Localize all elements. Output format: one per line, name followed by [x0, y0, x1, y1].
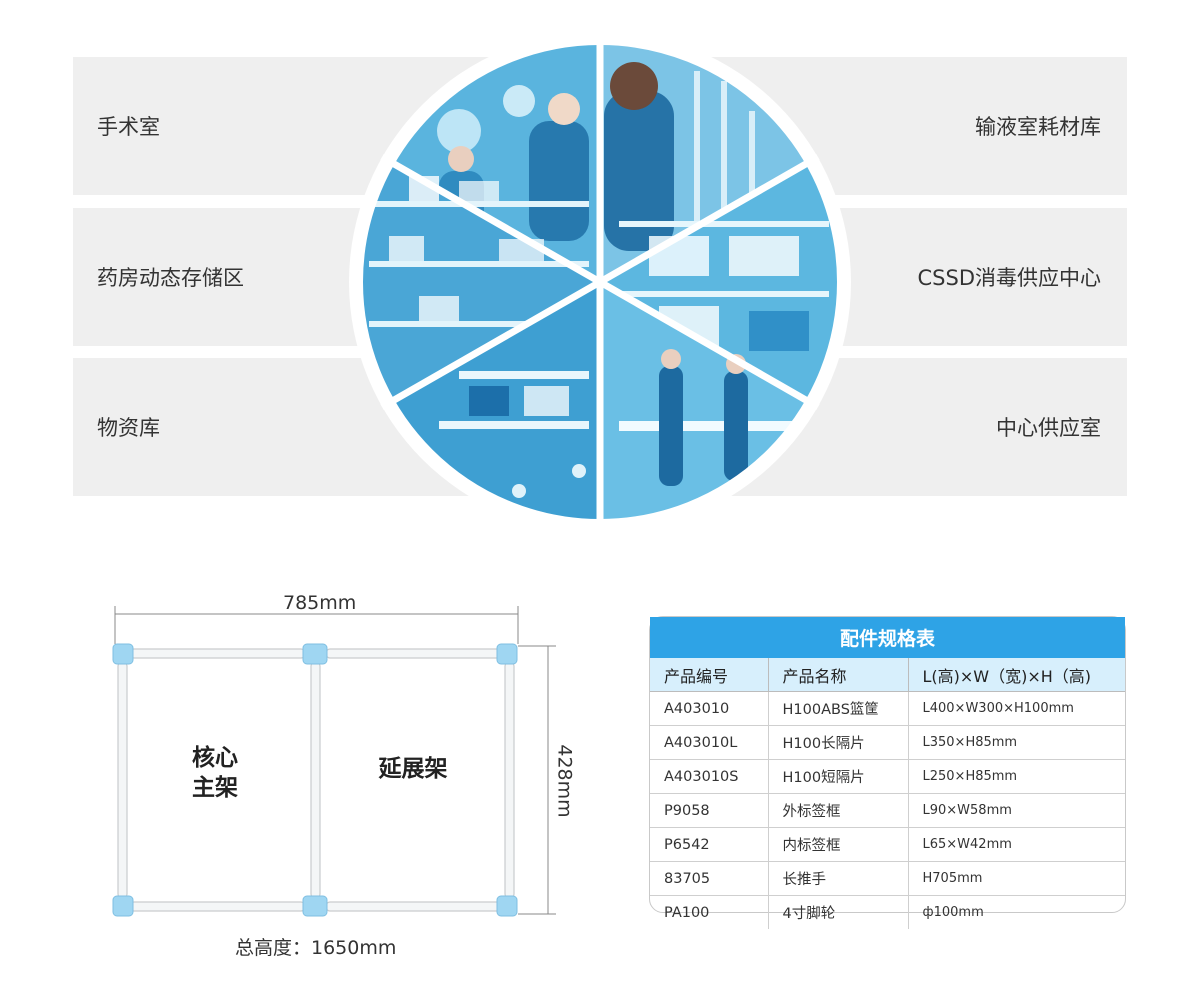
cell-size: L90×W58mm	[908, 793, 1125, 828]
scene-photo-wheel	[349, 31, 851, 533]
col-header-size: L(高)×W（宽)×H（高)	[908, 658, 1125, 692]
table-row: 83705 长推手 H705mm	[650, 861, 1125, 896]
area-label-text: 药房动态存储区	[97, 266, 244, 290]
table-row: PA100 4寸脚轮 ф100mm	[650, 895, 1125, 929]
extension-frame-label: 延展架	[378, 756, 448, 782]
total-height-label: 总高度：1650mm	[235, 937, 397, 959]
cell-size: L65×W42mm	[908, 827, 1125, 862]
spec-table-title: 配件规格表	[650, 617, 1125, 658]
cell-name: 外标签框	[768, 793, 909, 828]
core-frame-label-line1: 核心	[192, 745, 238, 771]
area-label-text: 物资库	[97, 416, 160, 440]
cell-code: P9058	[650, 793, 769, 828]
width-label: 785mm	[283, 592, 357, 614]
area-label-text: 中心供应室	[996, 416, 1101, 440]
photo-pharmacy	[360, 157, 600, 407]
cell-code: A403010S	[650, 759, 769, 794]
table-row: A403010S H100短隔片 L250×H85mm	[650, 759, 1125, 794]
table-row: A403010L H100长隔片 L350×H85mm	[650, 725, 1125, 760]
cell-code: P6542	[650, 827, 769, 862]
spec-header-row: 产品编号 产品名称 L(高)×W（宽)×H（高)	[650, 658, 1125, 692]
area-label-text: CSSD消毒供应中心	[917, 266, 1102, 290]
frame-drawing	[112, 606, 556, 917]
cell-name: H100长隔片	[768, 725, 909, 760]
cell-size: L250×H85mm	[908, 759, 1125, 794]
cell-size: ф100mm	[922, 905, 984, 920]
table-row: A403010 H100ABS篮筐 L400×W300×H100mm	[650, 691, 1125, 726]
cell-name: 长推手	[768, 861, 909, 896]
cell-size: L400×W300×H100mm	[908, 691, 1125, 726]
cell-name: H100ABS篮筐	[768, 691, 909, 726]
cell-size: H705mm	[908, 861, 1125, 896]
col-header-code: 产品编号	[650, 658, 769, 692]
area-label-text: 输液室耗材库	[975, 115, 1101, 139]
area-label-text: 手术室	[97, 115, 160, 139]
cell-code: A403010L	[650, 725, 769, 760]
cell-code: PA100	[650, 895, 769, 929]
cell-name: H100短隔片	[768, 759, 909, 794]
core-frame-label: 核心 主架	[175, 743, 255, 803]
cell-size: L350×H85mm	[908, 725, 1125, 760]
cell-code: A403010	[650, 691, 769, 726]
height-label: 428mm	[553, 744, 576, 818]
table-row: P6542 内标签框 L65×W42mm	[650, 827, 1125, 862]
core-frame-label-line2: 主架	[192, 775, 238, 801]
accessory-spec-table: 配件规格表 产品编号 产品名称 L(高)×W（宽)×H（高) A403010 H…	[649, 616, 1126, 929]
spec-table: 产品编号 产品名称 L(高)×W（宽)×H（高) A403010 H100ABS…	[650, 658, 1125, 929]
photo-cssd	[600, 157, 840, 407]
table-row: P9058 外标签框 L90×W58mm	[650, 793, 1125, 828]
frame-connectors	[112, 643, 518, 917]
frame-dimension-diagram: 785mm 428mm 核心 主架 延展架 总高度：1650mm	[90, 580, 590, 980]
cell-name: 4寸脚轮	[768, 895, 909, 929]
cell-code: 83705	[650, 861, 769, 896]
col-header-name: 产品名称	[768, 658, 909, 692]
cell-name: 内标签框	[768, 827, 909, 862]
